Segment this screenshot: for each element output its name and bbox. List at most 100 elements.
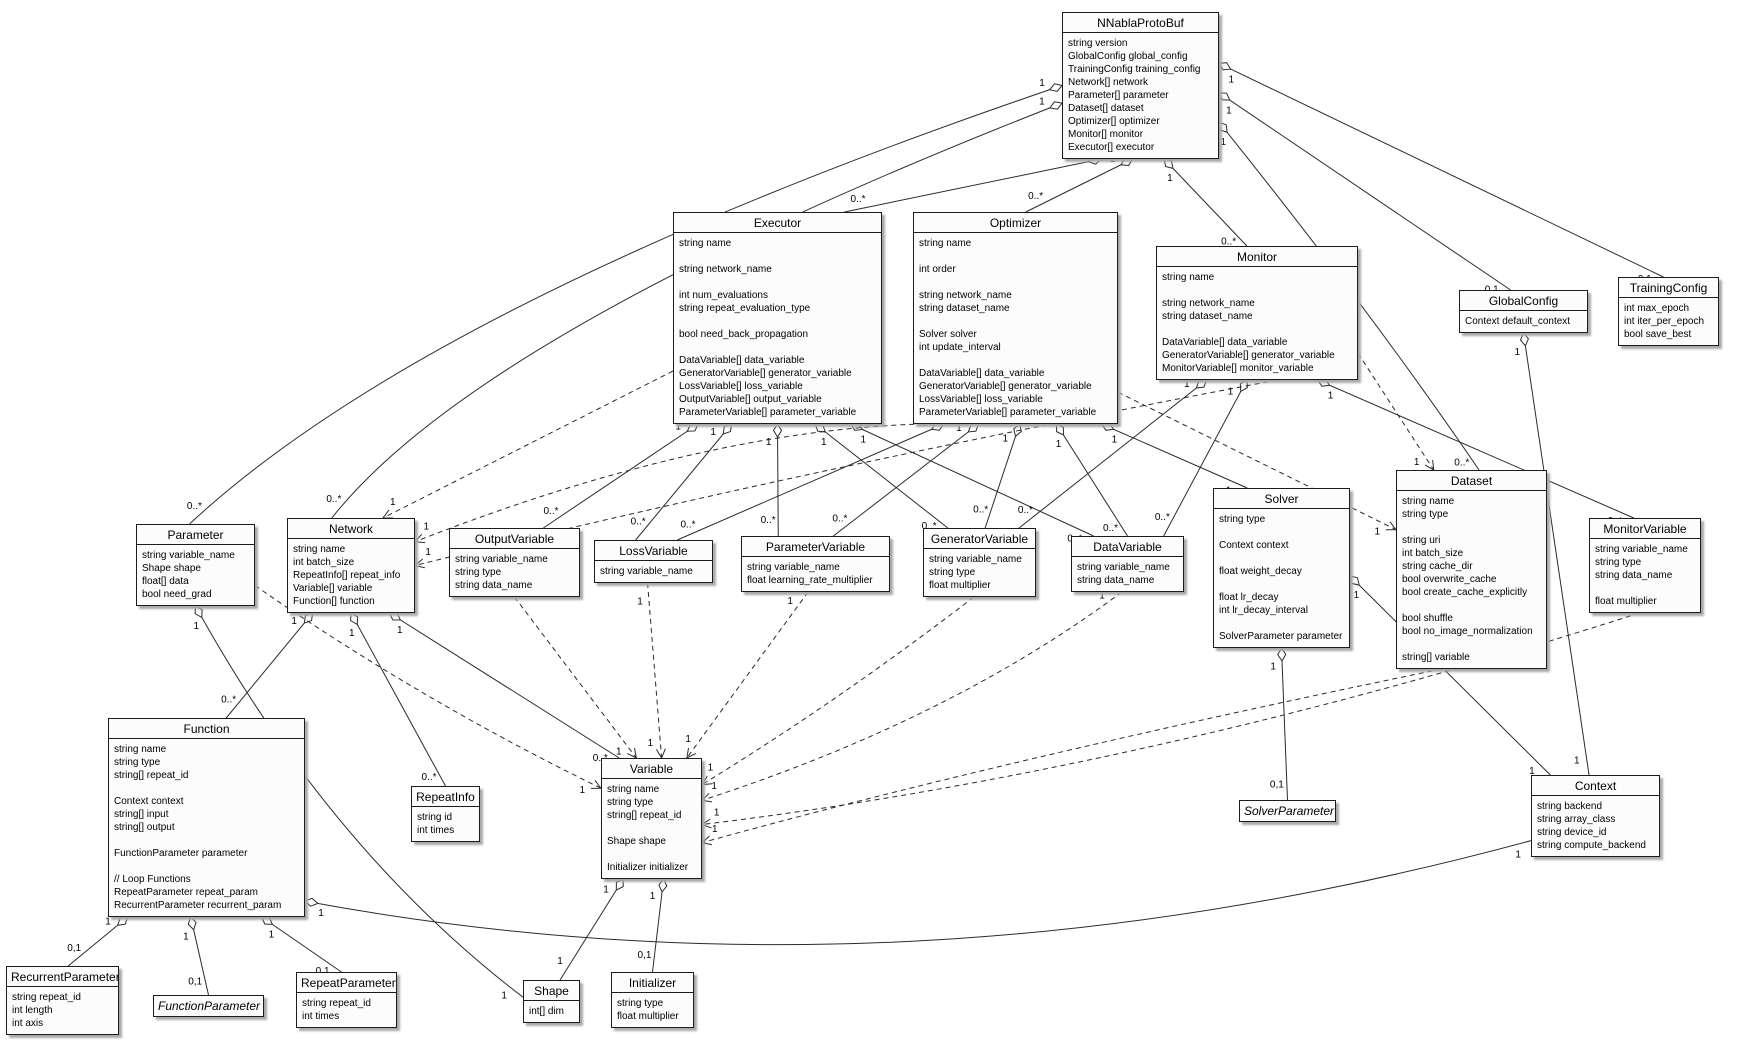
multiplicity-label: 0..* bbox=[973, 505, 988, 516]
aggregation-diamond bbox=[814, 423, 827, 433]
multiplicity-label: 0..* bbox=[1454, 457, 1469, 468]
edge-nnabla_protobuf-global_config bbox=[1218, 92, 1511, 291]
edge-executor-generator_variable bbox=[814, 423, 949, 529]
multiplicity-label: 0..* bbox=[1103, 523, 1118, 534]
multiplicity-label: 0..* bbox=[1155, 512, 1170, 523]
multiplicity-label: 0..* bbox=[544, 506, 559, 517]
multiplicity-label: 1 bbox=[183, 932, 189, 943]
multiplicity-label: 1 bbox=[711, 781, 717, 792]
edge-monitor-monitor_variable bbox=[1317, 379, 1634, 519]
edge-monitor_variable-variable bbox=[701, 612, 1640, 826]
multiplicity-label: 0..* bbox=[221, 694, 236, 705]
multiplicity-label: 1 bbox=[1112, 434, 1118, 445]
multiplicity-label: 0,1 bbox=[1638, 274, 1652, 285]
edge-nnabla_protobuf-training_config bbox=[1218, 62, 1664, 278]
edge-executor-data_variable bbox=[850, 423, 1094, 537]
edge-parameter-shape bbox=[195, 605, 524, 998]
multiplicity-label: 0..* bbox=[187, 501, 202, 512]
multiplicity-label: 0..* bbox=[422, 772, 437, 783]
multiplicity-label: 1 bbox=[1574, 756, 1580, 767]
aggregation-diamond bbox=[1048, 101, 1063, 110]
aggregation-diamond bbox=[1519, 332, 1529, 347]
multiplicity-label: 0..* bbox=[680, 519, 695, 530]
edge-optimizer-network bbox=[414, 423, 924, 543]
dependency-arrowhead bbox=[700, 835, 712, 846]
multiplicity-label: 1 bbox=[1354, 590, 1360, 601]
edge-network-function bbox=[225, 612, 313, 719]
multiplicity-label: 1 bbox=[1056, 439, 1062, 450]
multiplicity-label: 1 bbox=[291, 616, 297, 627]
multiplicity-label: 1 bbox=[1184, 379, 1190, 390]
multiplicity-label: 1 bbox=[1419, 659, 1425, 670]
edge-function-context bbox=[304, 840, 1532, 946]
multiplicity-label: 0,1 bbox=[316, 966, 330, 977]
multiplicity-label: 0..* bbox=[1028, 191, 1043, 202]
multiplicity-label: 0..* bbox=[851, 194, 866, 205]
multiplicity-label: 1 bbox=[1226, 105, 1232, 116]
aggregation-diamond bbox=[849, 422, 864, 431]
edge-nnabla_protobuf-parameter bbox=[189, 85, 1063, 525]
aggregation-diamond bbox=[1100, 422, 1115, 431]
edge-monitor-data_variable bbox=[1163, 379, 1248, 537]
aggregation-diamond bbox=[1218, 62, 1232, 71]
edge-nnabla_protobuf-network bbox=[331, 102, 1063, 519]
dependency-arrowhead bbox=[700, 818, 712, 829]
edge-variable-initializer bbox=[652, 878, 665, 973]
multiplicity-label: 1 bbox=[921, 418, 927, 429]
aggregation-diamond bbox=[116, 916, 129, 926]
edge-network-repeat_info bbox=[350, 612, 446, 787]
multiplicity-label: 0..* bbox=[593, 753, 608, 764]
aggregation-diamond bbox=[772, 423, 783, 438]
aggregation-diamond bbox=[686, 423, 699, 432]
multiplicity-label: 0,1 bbox=[638, 950, 652, 961]
multiplicity-label: 1 bbox=[194, 621, 200, 632]
aggregation-diamond bbox=[1120, 157, 1134, 166]
edge-executor-network bbox=[382, 370, 674, 519]
multiplicity-label: 1 bbox=[423, 522, 429, 533]
edge-optimizer-generator_variable bbox=[984, 423, 1021, 529]
aggregation-diamond bbox=[303, 612, 314, 624]
multiplicity-label: 1 bbox=[766, 437, 772, 448]
multiplicity-label: 1 bbox=[1220, 137, 1226, 148]
aggregation-diamond bbox=[350, 612, 359, 626]
aggregation-diamond bbox=[260, 916, 274, 925]
multiplicity-label: 1 bbox=[397, 625, 403, 636]
edge-monitor-generator_variable bbox=[1018, 379, 1207, 529]
aggregation-diamond bbox=[1316, 378, 1331, 387]
multiplicity-label: 1 bbox=[1270, 661, 1276, 672]
multiplicity-label: 1 bbox=[1039, 78, 1045, 89]
multiplicity-label: 1 bbox=[616, 746, 622, 757]
edge-executor-output_variable bbox=[543, 423, 699, 529]
edge-nnabla_protobuf-dataset bbox=[1218, 121, 1480, 471]
multiplicity-label: 1 bbox=[318, 908, 324, 919]
edge-nnabla_protobuf-monitor bbox=[1163, 158, 1248, 247]
aggregation-diamond bbox=[967, 423, 980, 433]
multiplicity-label: 1 bbox=[1003, 433, 1009, 444]
dependency-arrowhead bbox=[686, 747, 697, 759]
multiplicity-label: 1 bbox=[860, 435, 866, 446]
multiplicity-label: 1 bbox=[821, 437, 827, 448]
edge-executor-parameter_variable bbox=[777, 423, 779, 537]
multiplicity-label: 0..* bbox=[761, 515, 776, 526]
multiplicity-label: 1 bbox=[1617, 605, 1623, 616]
dependency-arrowhead bbox=[413, 558, 425, 569]
edge-optimizer-dataset bbox=[1117, 391, 1397, 531]
edge-output_variable-variable bbox=[514, 596, 637, 759]
multiplicity-label: 1 bbox=[708, 763, 714, 774]
aggregation-diamond bbox=[1277, 647, 1287, 662]
edge-parameter_variable-variable bbox=[686, 591, 809, 759]
multiplicity-label: 1 bbox=[787, 596, 793, 607]
multiplicity-label: 0,1 bbox=[188, 977, 202, 988]
multiplicity-label: 0..* bbox=[631, 516, 646, 527]
multiplicity-label: 1 bbox=[1167, 173, 1173, 184]
multiplicity-label: 1 bbox=[956, 423, 962, 434]
multiplicity-label: 1 bbox=[1079, 149, 1085, 160]
aggregation-diamond bbox=[1048, 83, 1063, 92]
edge-optimizer-solver bbox=[1101, 423, 1248, 489]
multiplicity-label: 0..* bbox=[326, 494, 341, 505]
edge-generator_variable-variable bbox=[701, 596, 975, 786]
edge-solver-solver_parameter bbox=[1281, 647, 1288, 801]
multiplicity-label: 0..* bbox=[832, 513, 847, 524]
aggregation-diamond bbox=[187, 916, 197, 931]
